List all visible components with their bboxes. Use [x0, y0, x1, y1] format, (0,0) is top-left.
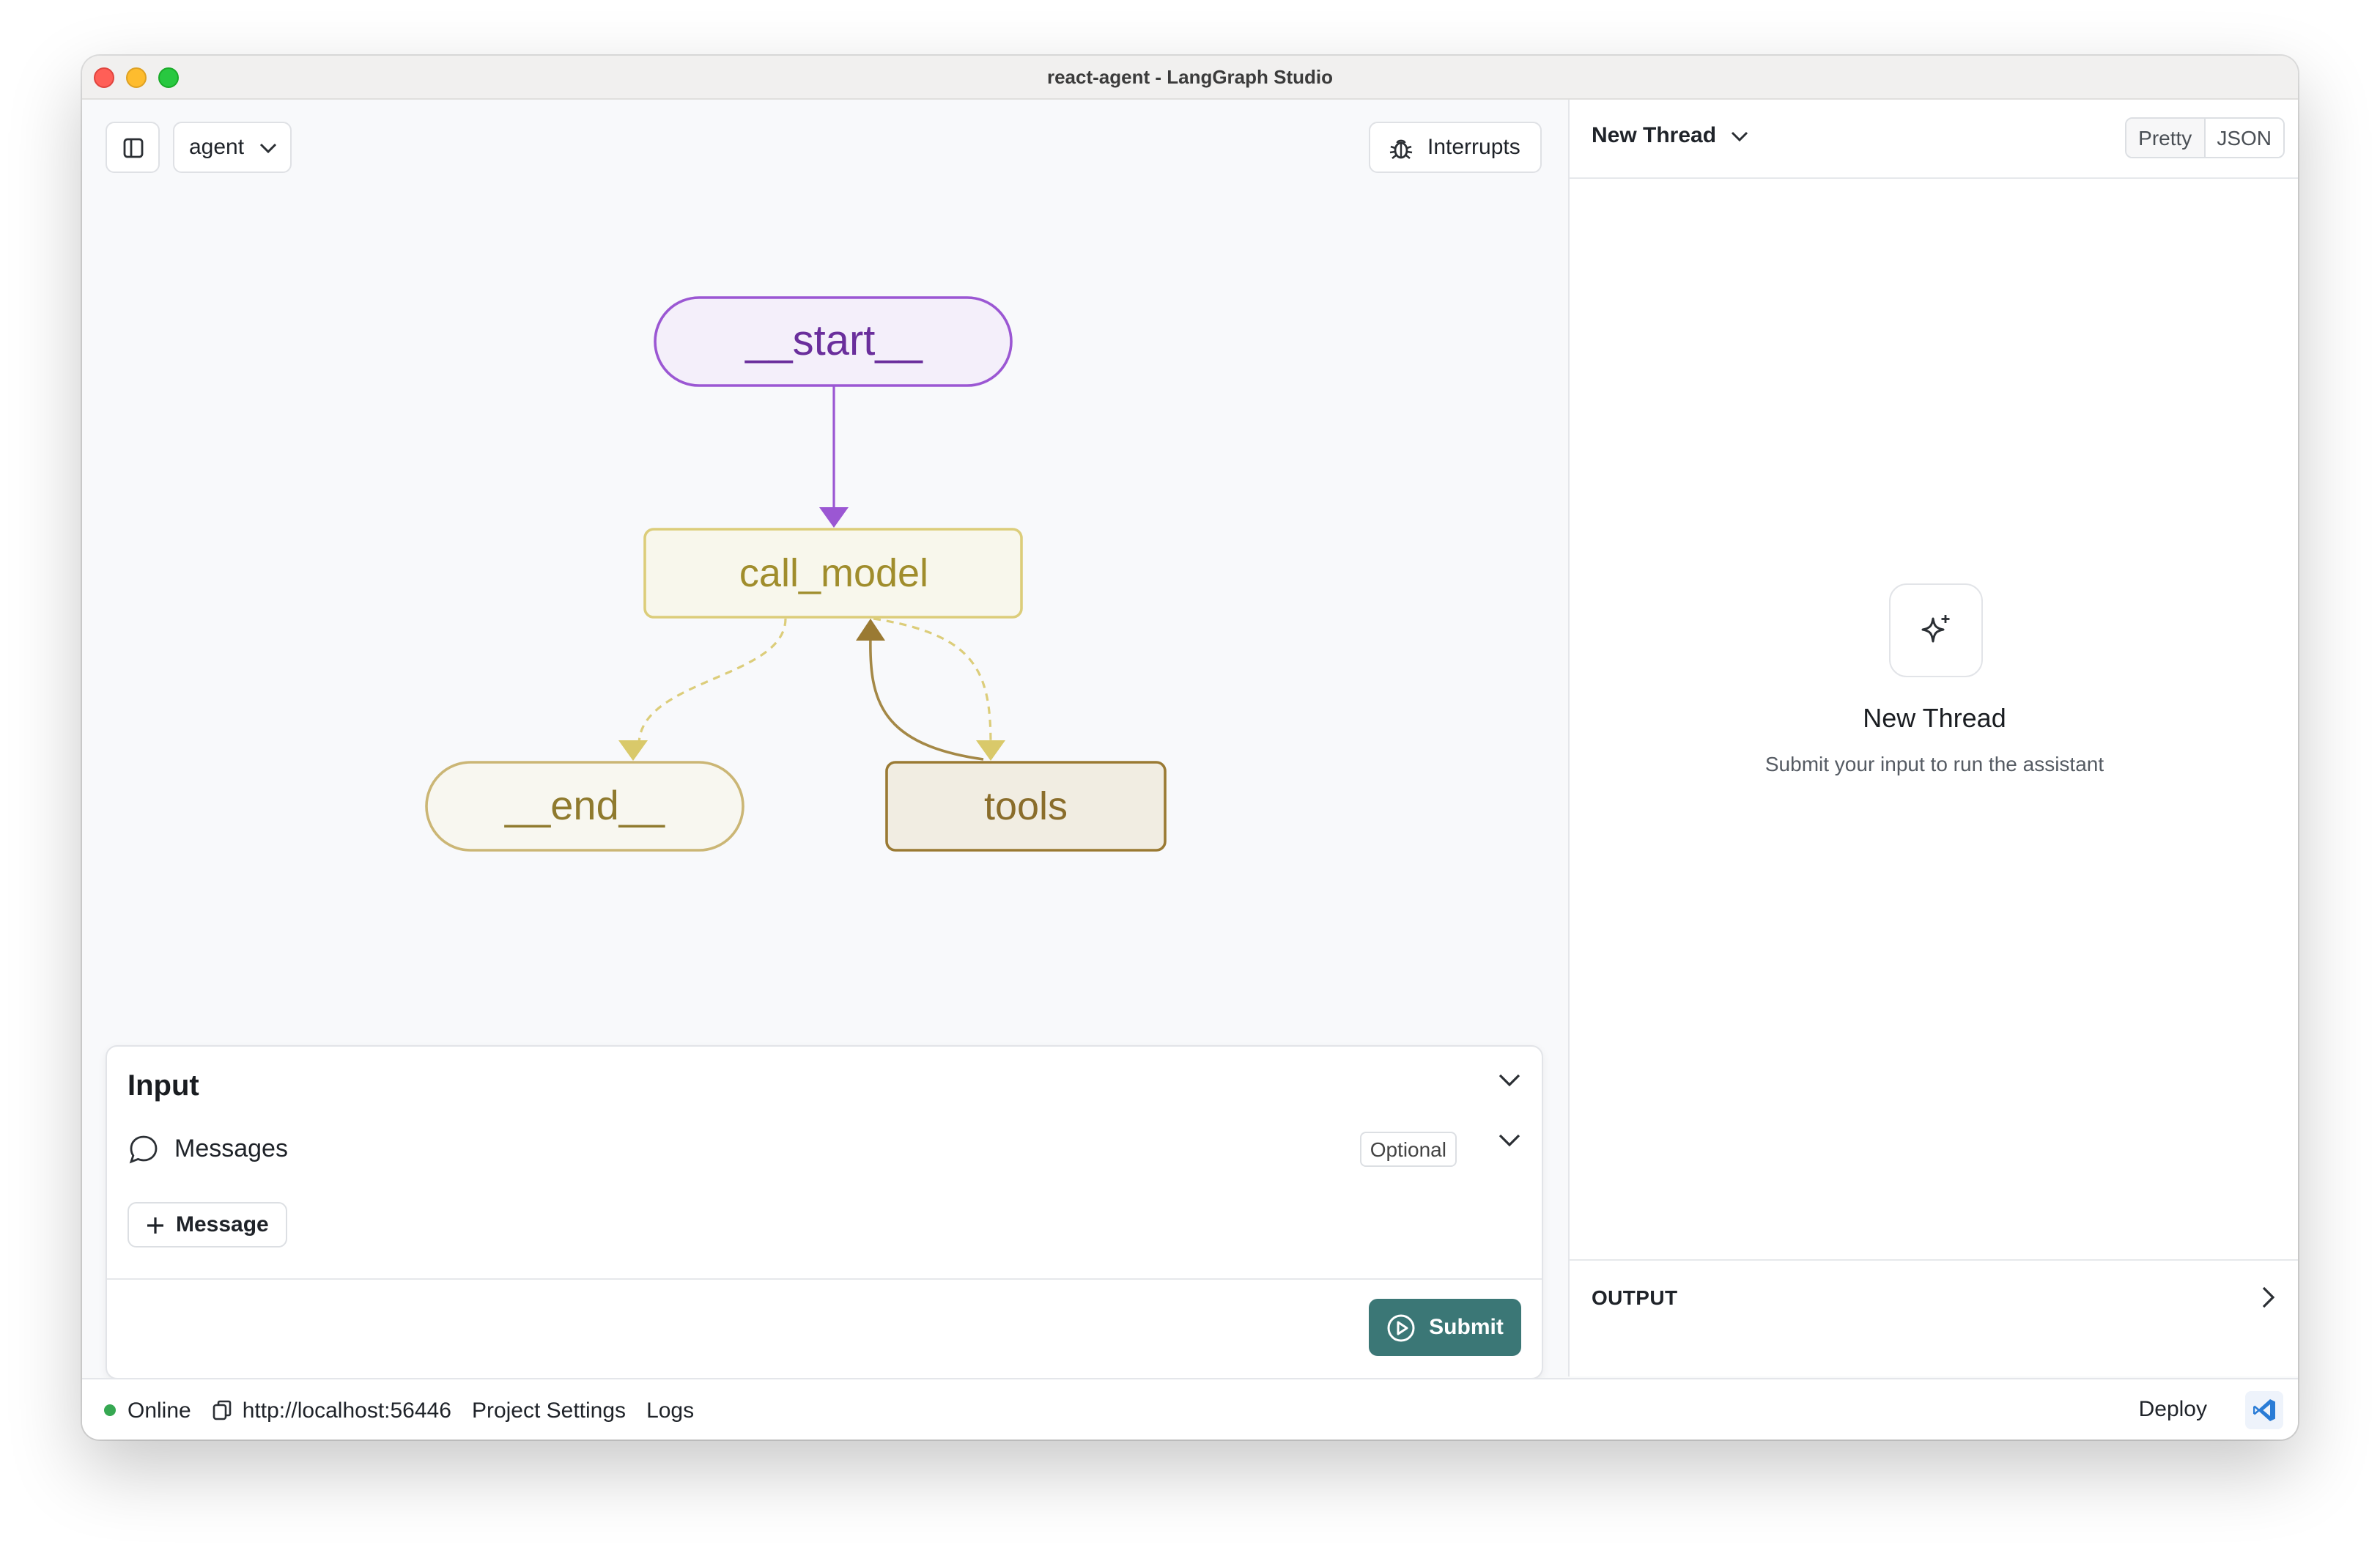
expand-messages-chevron-icon[interactable]	[1498, 1133, 1521, 1148]
logs-link[interactable]: Logs	[646, 1398, 695, 1423]
node-call-model[interactable]: call_model	[643, 528, 1023, 619]
empty-state-icon-box	[1889, 583, 1983, 677]
thread-panel: New Thread Pretty JSON New Thread Submit…	[1568, 100, 2298, 1376]
edge-tools-call-model	[856, 619, 984, 761]
submit-button[interactable]: Submit	[1369, 1299, 1521, 1356]
window-title: react-agent - LangGraph Studio	[1046, 66, 1333, 88]
online-status-dot	[104, 1404, 116, 1416]
thread-header: New Thread Pretty JSON	[1570, 100, 2298, 179]
message-bubble-icon	[129, 1135, 158, 1164]
node-call-model-label: call_model	[739, 551, 928, 595]
sidebar-icon	[122, 137, 143, 158]
edge-call-model-end	[618, 618, 787, 761]
title-bar: react-agent - LangGraph Studio	[82, 56, 2298, 100]
bug-icon	[1389, 139, 1413, 159]
add-message-label: Message	[176, 1212, 269, 1237]
node-start-label: __start__	[744, 317, 923, 364]
input-divider	[107, 1278, 1542, 1280]
maximize-window-button[interactable]	[158, 67, 179, 88]
node-end-label: __end__	[504, 782, 665, 828]
server-url-text: http://localhost:56446	[242, 1398, 451, 1423]
output-label: OUTPUT	[1592, 1286, 1678, 1309]
input-panel: Input Messages Optional Message	[106, 1045, 1543, 1379]
node-start[interactable]: __start__	[654, 296, 1013, 387]
interrupts-label: Interrupts	[1427, 135, 1520, 160]
collapse-input-chevron-icon[interactable]	[1498, 1073, 1521, 1088]
open-in-vscode-button[interactable]	[2245, 1391, 2283, 1429]
optional-badge: Optional	[1359, 1132, 1457, 1167]
chevron-down-icon	[1732, 130, 1748, 141]
graph-select-value: agent	[189, 135, 245, 160]
graph-panel: __start__ call_model __end__ tools agent	[82, 100, 1567, 1379]
thread-select-dropdown[interactable]: New Thread	[1592, 123, 1748, 148]
input-title: Input	[128, 1070, 199, 1102]
chevron-right-icon	[2262, 1286, 2275, 1308]
project-settings-link[interactable]: Project Settings	[471, 1398, 627, 1423]
minimize-window-button[interactable]	[126, 67, 147, 88]
graph-canvas[interactable]: __start__ call_model __end__ tools	[82, 100, 1567, 979]
add-message-button[interactable]: Message	[128, 1202, 288, 1247]
sparkles-icon	[1921, 615, 1950, 643]
messages-field: Messages Optional	[128, 1129, 1521, 1170]
empty-state-title: New Thread	[1863, 704, 2006, 733]
deploy-button[interactable]: Deploy	[2138, 1397, 2207, 1422]
submit-label: Submit	[1429, 1315, 1504, 1340]
node-tools[interactable]: tools	[885, 761, 1167, 852]
chevron-down-icon	[259, 142, 276, 153]
connection-status: Online	[128, 1398, 191, 1423]
edge-call-model-tools	[873, 617, 1005, 761]
plus-icon	[147, 1217, 163, 1233]
server-url[interactable]: http://localhost:56446	[213, 1398, 451, 1423]
window-controls	[94, 67, 179, 88]
close-window-button[interactable]	[94, 67, 114, 88]
view-json-button[interactable]: JSON	[2203, 119, 2283, 157]
node-end[interactable]: __end__	[425, 761, 744, 852]
graph-select-dropdown[interactable]: agent	[173, 122, 292, 173]
messages-label: Messages	[174, 1135, 288, 1162]
interrupts-button[interactable]: Interrupts	[1369, 122, 1542, 173]
edge-start-call-model	[819, 386, 849, 528]
output-section-toggle[interactable]: OUTPUT	[1570, 1259, 2298, 1334]
app-window: react-agent - LangGraph Studio	[82, 56, 2298, 1440]
sidebar-toggle-button[interactable]	[106, 122, 160, 173]
empty-state-subtitle: Submit your input to run the assistant	[1764, 752, 2104, 775]
copy-icon	[213, 1400, 232, 1420]
view-mode-toggle: Pretty JSON	[2125, 117, 2285, 158]
play-circle-icon	[1387, 1313, 1415, 1341]
status-bar: Online http://localhost:56446 Project Se…	[82, 1378, 2298, 1440]
thread-title: New Thread	[1592, 123, 1717, 148]
vscode-icon	[2253, 1399, 2275, 1421]
node-tools-label: tools	[984, 784, 1068, 828]
view-pretty-button[interactable]: Pretty	[2126, 119, 2204, 157]
